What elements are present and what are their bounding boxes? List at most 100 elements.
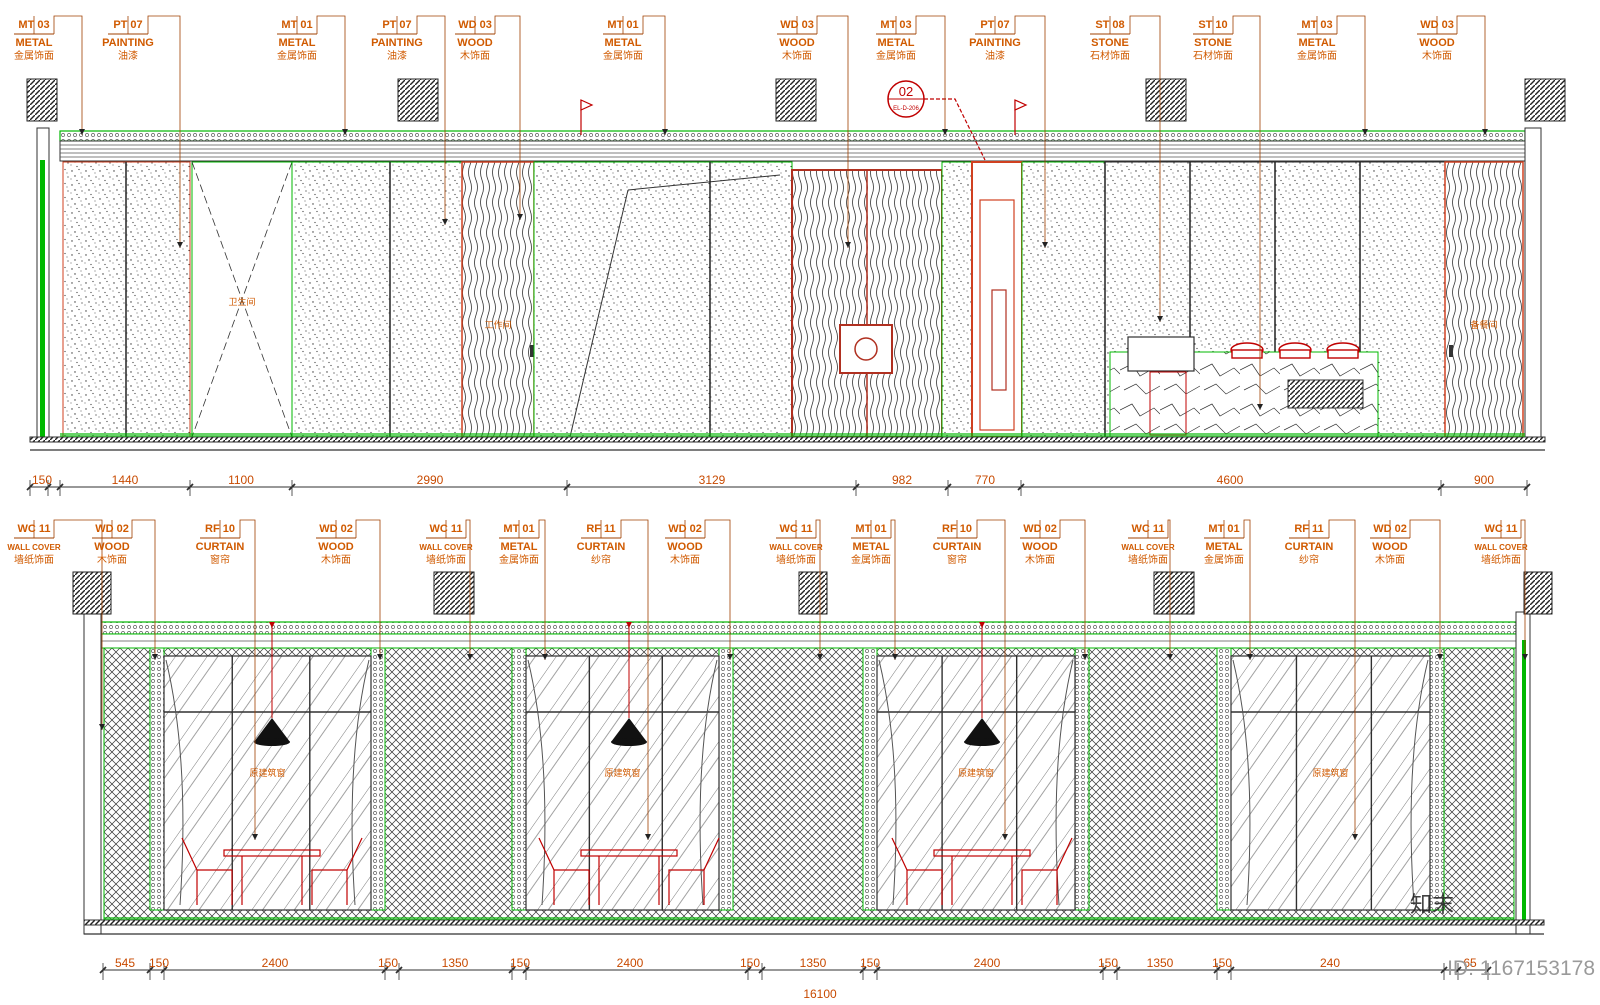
material-code: WD 02 bbox=[1373, 523, 1407, 535]
material-name-cn: 木饰面 bbox=[782, 49, 812, 62]
material-name: METAL bbox=[852, 541, 889, 553]
material-name: WOOD bbox=[667, 541, 702, 553]
door-workroom bbox=[461, 161, 535, 438]
material-name-cn: 金属饰面 bbox=[603, 49, 643, 62]
material-name-cn: 窗帘 bbox=[210, 553, 230, 566]
dimension-value: 1100 bbox=[228, 473, 254, 487]
material-name: WALL COVER bbox=[7, 543, 60, 552]
dimension-value: 150 bbox=[1212, 956, 1232, 970]
watermark: 知末 ID: 1167153178 bbox=[1410, 892, 1595, 980]
material-name-cn: 金属饰面 bbox=[851, 553, 891, 566]
detail-ref-sheet: EL-D-206 bbox=[893, 106, 919, 112]
material-name: METAL bbox=[1298, 37, 1335, 49]
material-code: WD 02 bbox=[319, 523, 353, 535]
dimension-value: 770 bbox=[975, 473, 995, 487]
material-name: WALL COVER bbox=[769, 543, 822, 552]
material-name: METAL bbox=[1205, 541, 1242, 553]
dimension-value: 2400 bbox=[262, 956, 289, 970]
material-name: WALL COVER bbox=[1474, 543, 1527, 552]
material-code: ST 10 bbox=[1198, 19, 1227, 31]
material-name: METAL bbox=[15, 37, 52, 49]
material-code: WD 03 bbox=[780, 19, 814, 31]
material-name-cn: 油漆 bbox=[118, 49, 138, 62]
watermark-logo: 知末 bbox=[1410, 892, 1454, 917]
material-name-cn: 窗帘 bbox=[947, 553, 967, 566]
left-column-core-a bbox=[40, 160, 45, 440]
material-name-cn: 木饰面 bbox=[1025, 553, 1055, 566]
room-label-washroom: 卫生间 bbox=[228, 296, 255, 308]
right-wall-a bbox=[1524, 127, 1542, 441]
material-name-cn: 木饰面 bbox=[1375, 553, 1405, 566]
door-pantry bbox=[1444, 161, 1524, 438]
material-code: WC 11 bbox=[1131, 523, 1164, 535]
material-name-cn: 石材饰面 bbox=[1193, 49, 1233, 62]
material-name-cn: 金属饰面 bbox=[1297, 49, 1337, 62]
window-bay: 原建筑窗 bbox=[149, 622, 386, 911]
material-code: RF 10 bbox=[942, 523, 972, 535]
material-code: WC 11 bbox=[1484, 523, 1517, 535]
material-name-cn: 墙纸饰面 bbox=[1128, 553, 1168, 566]
material-name: PAINTING bbox=[969, 37, 1021, 49]
material-name-cn: 木饰面 bbox=[460, 49, 490, 62]
material-code: PT 07 bbox=[980, 19, 1009, 31]
material-name-cn: 木饰面 bbox=[670, 553, 700, 566]
dimension-value: 150 bbox=[860, 956, 880, 970]
material-code: WC 11 bbox=[429, 523, 462, 535]
material-code: RF 11 bbox=[1294, 523, 1323, 535]
window-bay: 原建筑窗 bbox=[862, 622, 1090, 911]
material-name: WALL COVER bbox=[1121, 543, 1174, 552]
material-name: WOOD bbox=[779, 37, 814, 49]
ceiling-trim-b bbox=[100, 621, 1517, 635]
material-name: METAL bbox=[604, 37, 641, 49]
material-code: MT 01 bbox=[503, 523, 534, 535]
window-bays: 原建筑窗原建筑窗原建筑窗原建筑窗 bbox=[149, 622, 1445, 911]
dimension-value: 2990 bbox=[417, 473, 444, 487]
material-name: WALL COVER bbox=[419, 543, 472, 552]
chafing-dishes bbox=[1230, 342, 1360, 359]
window-glass bbox=[1230, 655, 1431, 911]
dining-set bbox=[538, 837, 720, 905]
material-code: MT 03 bbox=[18, 19, 49, 31]
floor-a bbox=[29, 436, 1546, 443]
material-name-cn: 石材饰面 bbox=[1090, 49, 1130, 62]
window-glass bbox=[163, 655, 372, 911]
section-markers-a bbox=[26, 78, 1566, 122]
material-name-cn: 金属饰面 bbox=[1204, 553, 1244, 566]
dimension-value: 150 bbox=[740, 956, 760, 970]
material-name: WOOD bbox=[1372, 541, 1407, 553]
material-name-cn: 木饰面 bbox=[321, 553, 351, 566]
material-name-cn: 油漆 bbox=[985, 49, 1005, 62]
panel-painting-1 bbox=[291, 161, 463, 438]
dimension-value: 982 bbox=[892, 473, 912, 487]
room-label-workroom: 工作间 bbox=[484, 319, 511, 331]
material-code: MT 03 bbox=[880, 19, 911, 31]
dimension-value: 1440 bbox=[112, 473, 139, 487]
material-name: STONE bbox=[1194, 37, 1232, 49]
dining-set bbox=[181, 837, 363, 905]
dimension-value: 150 bbox=[1098, 956, 1118, 970]
material-name: CURTAIN bbox=[933, 541, 982, 553]
dimension-value: 150 bbox=[378, 956, 398, 970]
window-bay: 原建筑窗 bbox=[1216, 647, 1445, 911]
elevation-b: 原建筑窗原建筑窗原建筑窗原建筑窗 WC 11WALL COVER墙纸饰面WD 0… bbox=[7, 519, 1553, 1001]
